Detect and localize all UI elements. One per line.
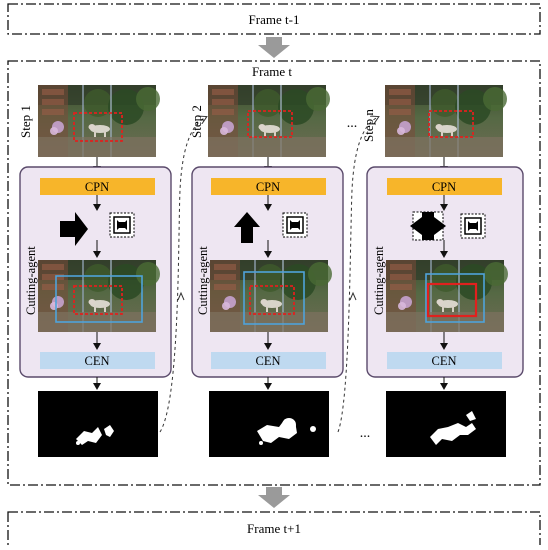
mask-output — [386, 391, 506, 457]
mask-output — [38, 391, 158, 457]
step-photo-updated — [38, 260, 160, 332]
frame-next-label: Frame t+1 — [247, 521, 301, 536]
agent-label: Cutting-agent — [372, 246, 386, 315]
cpn-label: CPN — [256, 180, 280, 194]
arrow-horizontal-expand-icon — [410, 211, 446, 241]
step-label: Step n — [361, 109, 376, 142]
cpn-box — [387, 178, 502, 195]
frame-next-box — [7, 511, 541, 550]
arrow-right-icon — [60, 212, 88, 246]
cen-label: CEN — [432, 354, 457, 368]
step-photo-updated — [386, 260, 508, 332]
step-photo — [385, 85, 507, 157]
step-label: Step 1 — [18, 105, 33, 138]
frame-current-label: Frame t — [252, 64, 292, 79]
down-arrow-icon — [258, 487, 290, 508]
stop-action-icon — [109, 212, 135, 238]
cen-box — [211, 352, 326, 369]
ellipsis-bottom: ... — [360, 426, 371, 441]
cpn-label: CPN — [432, 180, 456, 194]
step-photo — [208, 85, 330, 157]
mask-output — [209, 391, 329, 457]
cen-box — [387, 352, 502, 369]
down-arrow-icon — [258, 37, 290, 58]
cpn-box — [211, 178, 326, 195]
step-n-column: Step n Cutting-agent CPN — [361, 85, 524, 457]
step-photo-updated — [210, 260, 332, 332]
agent-label: Cutting-agent — [24, 246, 38, 315]
stop-action-icon — [460, 213, 486, 239]
transition-curve — [337, 117, 378, 433]
agent-label: Cutting-agent — [196, 246, 210, 315]
frame-current-box — [7, 60, 541, 486]
cen-label: CEN — [85, 354, 110, 368]
frame-prev-box — [7, 3, 541, 35]
cpn-box — [40, 178, 155, 195]
ellipsis-top: ... — [347, 116, 358, 131]
step-2-column: Step 2 Cutting-agent CPN CEN — [189, 85, 344, 457]
arrow-up-icon — [234, 212, 260, 243]
stop-action-icon — [282, 212, 308, 238]
cen-label: CEN — [256, 354, 281, 368]
step-label: Step 2 — [189, 105, 204, 138]
frame-prev-label: Frame t-1 — [249, 12, 300, 27]
step-1-column: Step 1 Cutting-agent CPN CEN — [18, 85, 172, 457]
cen-box — [40, 352, 155, 369]
cpn-label: CPN — [85, 180, 109, 194]
transition-curve — [159, 117, 206, 433]
step-photo — [38, 85, 160, 157]
